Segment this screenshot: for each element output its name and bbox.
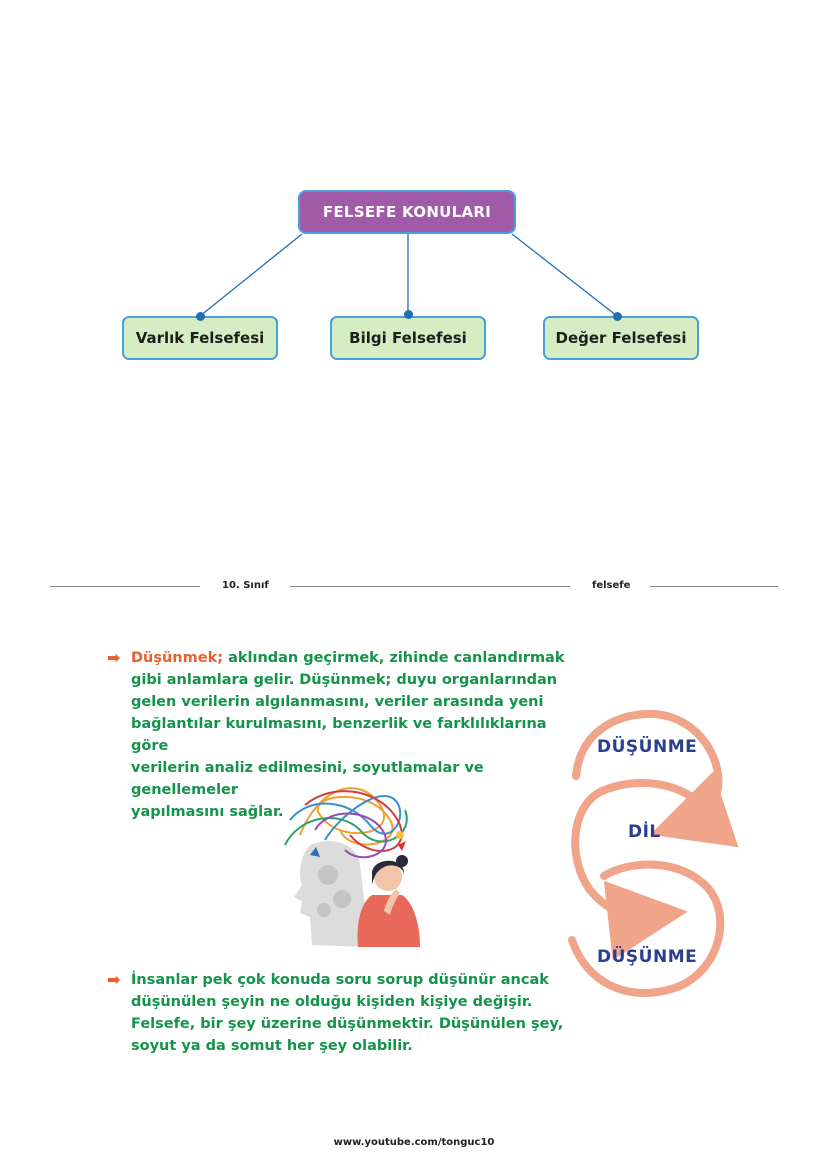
cycle-arrows	[568, 709, 739, 997]
header-rule	[290, 586, 570, 587]
thinking-person-illustration	[284, 787, 420, 947]
term-highlight: Düşünmek;	[131, 650, 224, 666]
header-rule	[650, 586, 778, 587]
text-line: İnsanlar pek çok konuda soru sorup düşün…	[131, 972, 549, 988]
root-node: FELSEFE KONULARI	[298, 190, 516, 234]
text-line: gelen verilerin algılanmasını, veriler a…	[131, 694, 544, 710]
grade-label: 10. Sınıf	[222, 580, 269, 591]
subject-label: felsefe	[592, 580, 631, 591]
bullet-arrow-icon: ➡	[107, 970, 121, 989]
node-varlik: Varlık Felsefesi	[122, 316, 278, 360]
text-line: düşünülen şeyin ne olduğu kişiden kişiye…	[131, 994, 533, 1010]
text-line: yapılmasını sağlar.	[131, 804, 284, 820]
connector-lines	[199, 233, 618, 317]
node-label: Varlık Felsefesi	[135, 329, 265, 347]
root-node-label: FELSEFE KONULARI	[322, 203, 492, 221]
connector-right	[511, 233, 618, 317]
text-line: Düşünmek; aklından geçirmek, zihinde can…	[131, 650, 565, 666]
node-deger: Değer Felsefesi	[543, 316, 699, 360]
cycle-bottom-label: DÜŞÜNME	[597, 947, 698, 967]
text-line: verilerin analiz edilmesini, soyutlamala…	[131, 760, 484, 798]
node-label: Bilgi Felsefesi	[349, 329, 467, 347]
header-rule	[50, 586, 200, 587]
cycle-middle-label: DİL	[628, 822, 661, 842]
node-bilgi: Bilgi Felsefesi	[330, 316, 486, 360]
connector-dot	[404, 310, 413, 319]
paragraph-thinking: Düşünmek; aklından geçirmek, zihinde can…	[131, 647, 571, 823]
bullet-arrow-icon: ➡	[107, 648, 121, 667]
connector-left	[199, 233, 303, 317]
text-line: Felsefe, bir şey üzerine düşünmektir. Dü…	[131, 1016, 564, 1032]
text-line: soyut ya da somut her şey olabilir.	[131, 1038, 413, 1054]
text-line: bağlantılar kurulmasını, benzerlik ve fa…	[131, 716, 547, 754]
connector-dot	[196, 312, 205, 321]
cycle-top-label: DÜŞÜNME	[597, 737, 698, 757]
text-line: gibi anlamlara gelir. Düşünmek; duyu org…	[131, 672, 558, 688]
connector-dot	[613, 312, 622, 321]
footer-url: www.youtube.com/tonguc10	[333, 1137, 495, 1148]
node-label: Değer Felsefesi	[555, 329, 687, 347]
paragraph-philosophy: İnsanlar pek çok konuda soru sorup düşün…	[131, 969, 571, 1057]
